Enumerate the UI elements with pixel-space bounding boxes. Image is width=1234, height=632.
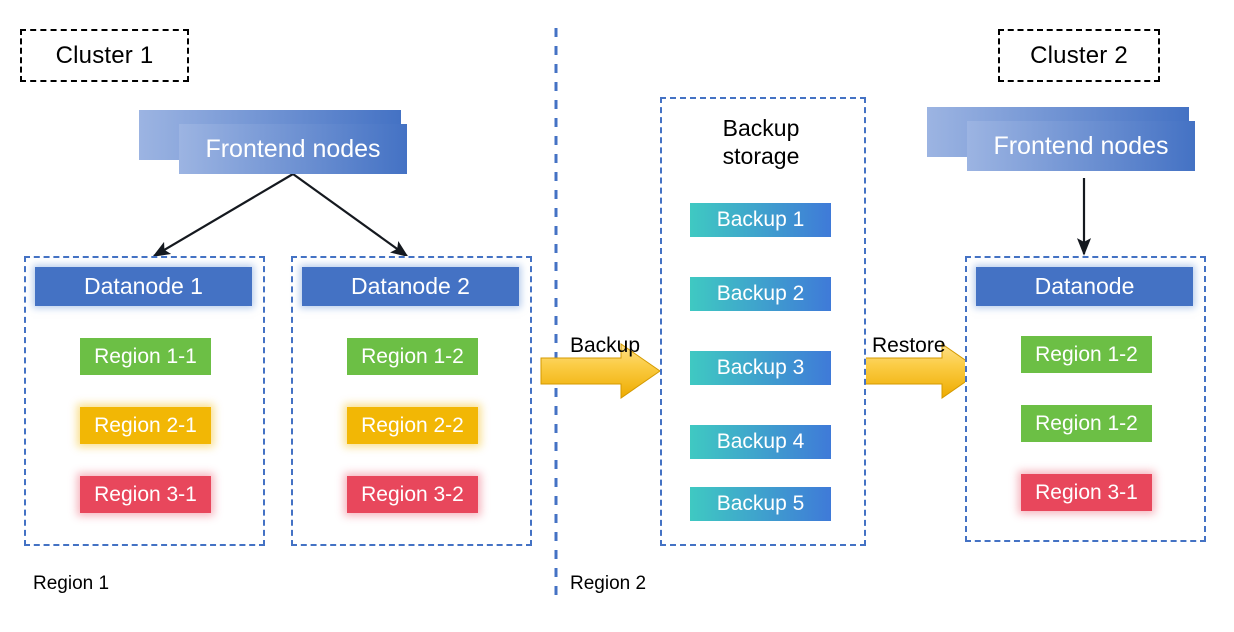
region-chip: Region 3-1 <box>80 476 211 513</box>
cluster-2-tag: Cluster 2 <box>998 29 1160 82</box>
frontend-nodes-label: Frontend nodes <box>205 134 381 163</box>
region-label: Region 3-2 <box>361 482 464 506</box>
region-label: Region 1-2 <box>1035 342 1138 366</box>
datanode-1-container: Datanode 1 Region 1-1 Region 2-1 Region … <box>24 256 265 546</box>
region-chip: Region 1-2 <box>1021 336 1152 373</box>
backup-chip: Backup 5 <box>690 487 831 521</box>
region-label: Region 3-1 <box>1035 480 1138 504</box>
backup-chip-label: Backup 2 <box>716 282 805 305</box>
region-chip: Region 2-2 <box>347 407 478 444</box>
backup-flow-label: Backup <box>570 334 640 358</box>
backup-flow-text: Backup <box>570 334 641 357</box>
datanode-1-label: Datanode 1 <box>84 273 203 299</box>
datanode-2-container: Datanode 2 Region 1-2 Region 2-2 Region … <box>291 256 532 546</box>
backup-chip-label: Backup 4 <box>716 430 805 453</box>
frontend-nodes-front-slab: Frontend nodes <box>967 121 1195 171</box>
backup-chip: Backup 2 <box>690 277 831 311</box>
backup-storage-container: Backup storage Backup 1 Backup 2 Backup … <box>660 97 866 546</box>
cluster-2-label: Cluster 2 <box>1030 41 1128 69</box>
cluster-1-tag: Cluster 1 <box>20 29 189 82</box>
datanode-cluster2-label: Datanode <box>1034 273 1135 299</box>
datanode-1-header: Datanode 1 <box>35 267 252 306</box>
region-1-caption-text: Region 1 <box>33 573 110 594</box>
frontend-nodes-front-slab: Frontend nodes <box>179 124 407 174</box>
arrow-frontend-to-datanode1 <box>152 173 294 257</box>
datanode-cluster2-container: Datanode Region 1-2 Region 1-2 Region 3-… <box>965 256 1206 542</box>
backup-storage-title-line1: Backup <box>722 115 800 141</box>
datanode-2-label: Datanode 2 <box>351 273 470 299</box>
backup-storage-title-line2: storage <box>722 143 800 170</box>
arrow-frontend-to-datanode2 <box>292 173 409 258</box>
region-chip: Region 3-1 <box>1021 474 1152 511</box>
region-chip: Region 1-2 <box>1021 405 1152 442</box>
region-chip: Region 1-2 <box>347 338 478 375</box>
restore-flow-label: Restore <box>872 334 946 358</box>
backup-chip: Backup 1 <box>690 203 831 237</box>
region-label: Region 2-2 <box>361 413 464 437</box>
backup-chip: Backup 3 <box>690 351 831 385</box>
region-label: Region 1-2 <box>361 344 464 368</box>
region-chip: Region 2-1 <box>80 407 211 444</box>
region-label: Region 3-1 <box>94 482 197 506</box>
region-chip: Region 3-2 <box>347 476 478 513</box>
region-label: Region 1-2 <box>1035 411 1138 435</box>
cluster-1-label: Cluster 1 <box>55 41 154 69</box>
region-label: Region 2-1 <box>94 413 197 437</box>
backup-storage-title: Backup storage <box>662 114 860 170</box>
restore-flow-text: Restore <box>872 334 946 357</box>
region-label: Region 1-1 <box>94 344 197 368</box>
region-chip: Region 1-1 <box>80 338 211 375</box>
datanode-cluster2-header: Datanode <box>976 267 1193 306</box>
region-1-caption: Region 1 <box>33 573 109 595</box>
backup-chip-label: Backup 1 <box>716 208 805 231</box>
region-2-caption-text: Region 2 <box>570 573 647 594</box>
backup-chip-label: Backup 3 <box>716 356 805 379</box>
frontend-nodes-label: Frontend nodes <box>993 131 1169 160</box>
backup-chip-label: Backup 5 <box>716 492 805 515</box>
region-2-caption: Region 2 <box>570 573 646 595</box>
datanode-2-header: Datanode 2 <box>302 267 519 306</box>
backup-chip: Backup 4 <box>690 425 831 459</box>
